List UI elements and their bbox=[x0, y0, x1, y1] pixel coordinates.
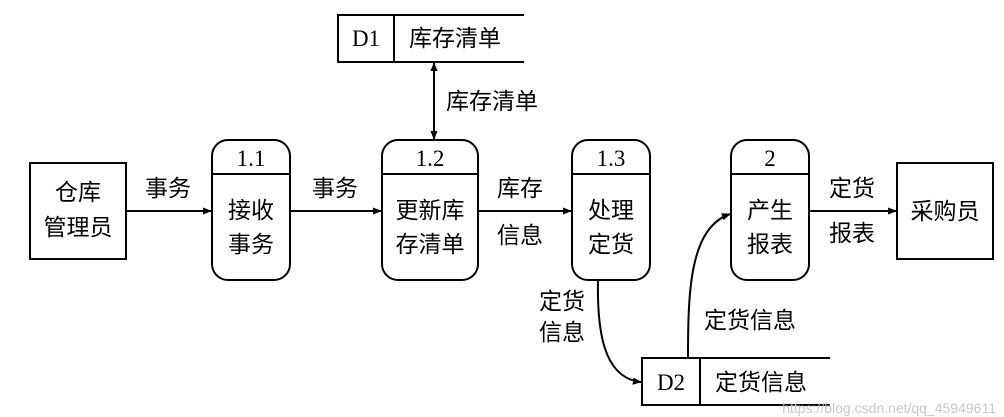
process-2-line2: 报表 bbox=[747, 232, 793, 258]
flow-label: 库存清单 bbox=[446, 89, 538, 115]
flow-label-line2: 信息 bbox=[497, 223, 543, 249]
flow-label-line2: 报表 bbox=[829, 221, 875, 247]
flow-manager-to-p11: 事务 bbox=[126, 176, 212, 215]
process-1-3-id: 1.3 bbox=[597, 146, 626, 171]
flow-p13-to-d2: 定货 信息 bbox=[539, 279, 642, 385]
process-1-3: 1.3 处理 定货 bbox=[571, 139, 651, 281]
data-store-d2-id: D2 bbox=[657, 370, 685, 395]
flow-label-line1: 定货 bbox=[829, 176, 875, 202]
process-1-2: 1.2 更新库 存清单 bbox=[381, 139, 479, 281]
data-store-d2-name: 定货信息 bbox=[715, 370, 807, 396]
process-2-line1: 产生 bbox=[747, 198, 793, 224]
process-2: 2 产生 报表 bbox=[730, 139, 810, 281]
process-1-1-line1: 接收 bbox=[228, 198, 274, 224]
flow-label: 事务 bbox=[312, 176, 358, 202]
entity-warehouse-manager-line2: 管理员 bbox=[44, 215, 113, 241]
flow-label: 事务 bbox=[145, 176, 191, 202]
entity-purchaser-label: 采购员 bbox=[911, 199, 980, 225]
flow-label-line2: 信息 bbox=[539, 320, 585, 346]
flow-arrow bbox=[687, 213, 731, 358]
process-1-1-line2: 事务 bbox=[228, 232, 274, 258]
flow-label-line1: 定货 bbox=[539, 289, 585, 315]
flow-d2-to-p2: 定货信息 bbox=[687, 213, 796, 358]
process-2-id: 2 bbox=[764, 146, 776, 171]
process-1-1: 1.1 接收 事务 bbox=[211, 139, 291, 281]
flow-label-line1: 库存 bbox=[497, 176, 543, 202]
flow-p12-to-p13: 库存 信息 bbox=[478, 176, 572, 249]
watermark-text: https://blog.csdn.net/qq_45949611 bbox=[782, 400, 996, 416]
data-store-d1: D1 库存清单 bbox=[337, 14, 524, 63]
process-1-2-line1: 更新库 bbox=[396, 198, 465, 224]
process-1-2-id: 1.2 bbox=[416, 146, 445, 171]
flow-p11-to-p12: 事务 bbox=[290, 176, 382, 215]
flow-d1-p12: 库存清单 bbox=[430, 62, 538, 140]
data-store-d1-name: 库存清单 bbox=[409, 26, 501, 52]
process-1-3-line1: 处理 bbox=[588, 198, 634, 224]
entity-warehouse-manager: 仓库 管理员 bbox=[29, 162, 127, 260]
entity-warehouse-manager-line1: 仓库 bbox=[55, 180, 101, 206]
flow-p2-to-purchaser: 定货 报表 bbox=[809, 176, 897, 247]
data-store-d2: D2 定货信息 bbox=[641, 357, 830, 406]
flow-arrow bbox=[596, 279, 642, 385]
process-1-3-line2: 定货 bbox=[588, 232, 634, 258]
entity-purchaser: 采购员 bbox=[896, 162, 994, 260]
data-store-d1-id: D1 bbox=[352, 26, 380, 51]
process-1-2-line2: 存清单 bbox=[396, 232, 465, 258]
flow-label: 定货信息 bbox=[704, 308, 796, 334]
process-1-1-id: 1.1 bbox=[237, 146, 266, 171]
